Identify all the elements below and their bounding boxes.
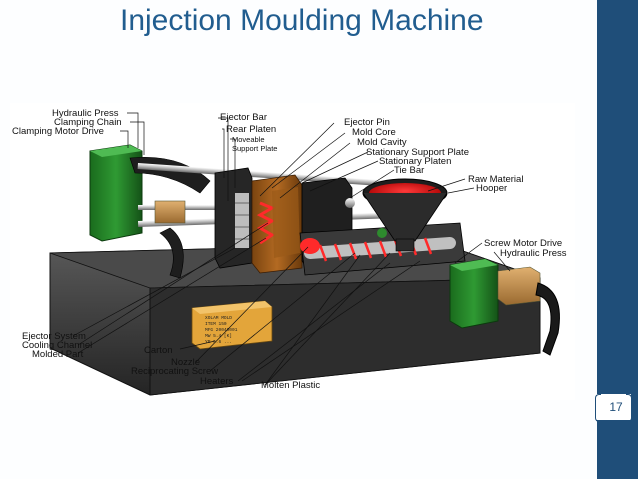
label-heaters: Heaters [200,376,234,387]
nameplate-line-2: ITEM 150 [205,321,227,327]
label-carton: Carton [144,345,173,356]
label-mold-core: Mold Core [352,127,396,138]
label-stationary-support-plate: Stationary Support Plate [366,147,469,158]
mold [251,174,303,274]
injection-barrel [299,222,466,276]
label-cooling-channel: Cooling Channel [22,340,92,351]
screw-motor-drive [449,258,499,329]
page-number-bracket-left [595,394,601,422]
rear-platen [214,167,253,269]
page-number: 17 [609,400,623,414]
label-hydraulic-press-left: Hydraulic Press [52,108,119,119]
nameplate-line-5: YR 5.6 ... [205,339,232,345]
clamping-unit [89,144,143,242]
label-screw-motor-drive: Screw Motor Drive [484,238,562,249]
slide-title: Injection Moulding Machine [120,4,484,37]
nameplate-line-3: MFG 20040001 [205,327,238,333]
label-hydraulic-press-right: Hydraulic Press [500,248,567,259]
label-ejector-pin: Ejector Pin [344,117,390,128]
label-moveable: Moveable [232,135,265,144]
label-reciprocating-screw: Reciprocating Screw [131,366,218,377]
nameplate-line-4: MW 5.4 [K] [205,333,232,339]
hydraulic-press-right [497,266,560,356]
page-number-bracket-right [626,394,632,422]
label-clamping-chain: Clamping Chain [54,117,122,128]
hopper [362,178,448,252]
label-support-plate: Support Plate [232,144,277,153]
label-molded-part: Molded Part [32,349,84,360]
injection-moulding-diagram: XOLAM MOLD ITEM 150 MFG 20040001 MW 5.4 … [10,103,575,400]
label-mold-cavity: Mold Cavity [357,137,407,148]
label-stationary-platen: Stationary Platen [379,156,451,167]
label-nozzle: Nozzle [171,357,200,368]
label-clamping-motor-drive: Clamping Motor Drive [12,126,104,137]
leader-lines [72,112,511,386]
label-raw-material: Raw Material [468,174,523,185]
label-ejector-bar: Ejector Bar [220,112,267,123]
page-number-box [595,394,631,420]
diagram-svg: XOLAM MOLD ITEM 150 MFG 20040001 MW 5.4 … [12,108,567,396]
clamping-motor-block [154,200,186,224]
label-tie-bar: Tie Bar [394,165,424,176]
label-ejector-system: Ejector System [22,331,86,342]
nameplate-line-1: XOLAM MOLD [205,315,232,321]
label-hooper: Hooper [476,183,507,194]
label-molten-plastic: Molten Plastic [261,380,320,391]
label-rear-platen: Rear Platen [226,124,276,135]
diagram-labels: Hydraulic Press Clamping Chain Clamping … [12,108,567,391]
